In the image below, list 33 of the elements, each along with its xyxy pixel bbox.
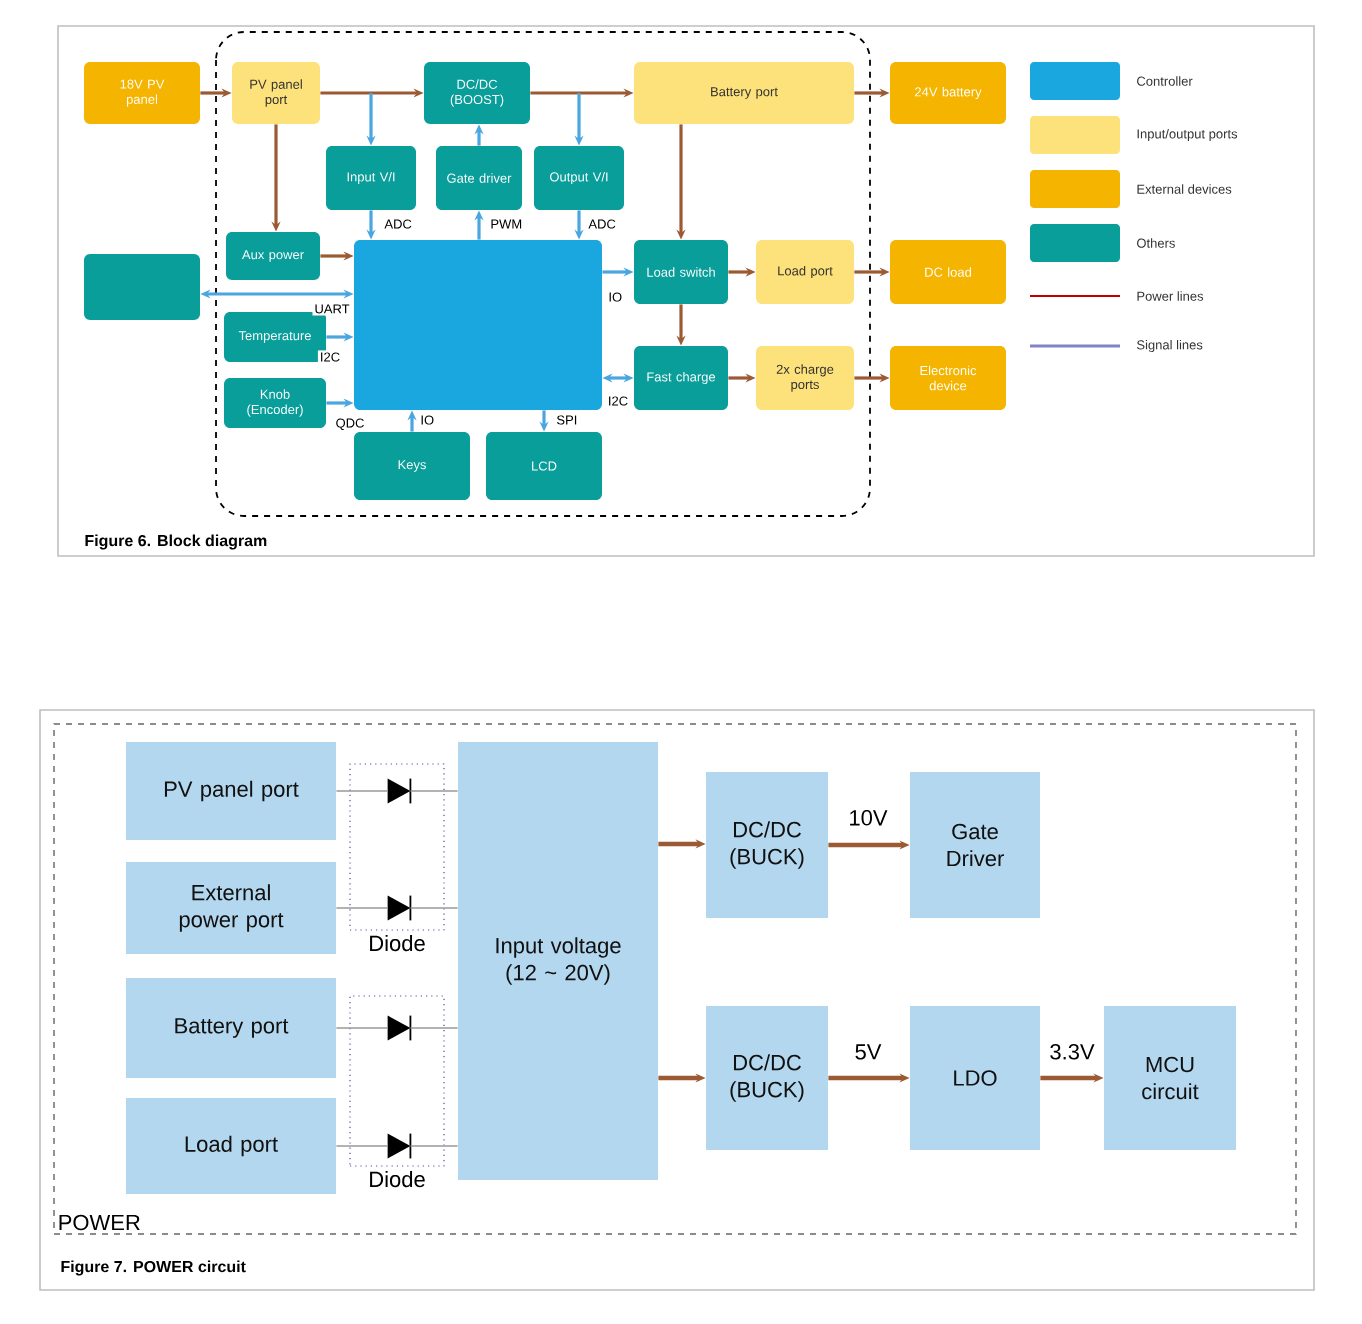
node-label: Diode: [370, 1170, 425, 1188]
diode-symbol: [387, 894, 412, 922]
diode-symbol: [387, 777, 412, 805]
figure-caption: Figure 7. POWER circuit: [61, 1260, 246, 1276]
block-box: Battery port: [126, 978, 336, 1078]
block-box: External power port: [126, 862, 336, 954]
block-box: Input voltage (12 ~ 20V): [458, 742, 658, 1180]
diode-symbol: [387, 1014, 412, 1042]
edge-label: 3.3V: [1047, 1042, 1097, 1062]
edge-label: 5V: [852, 1042, 884, 1062]
block-box: Load port: [126, 1098, 336, 1194]
figure-caption: Figure 6. Block diagram: [85, 534, 267, 550]
line: [335, 1027, 389, 1029]
block-box: PV panel port: [126, 742, 336, 840]
controller-box: [354, 240, 602, 410]
process-box: [84, 254, 200, 320]
line: [409, 1027, 459, 1029]
line: [409, 790, 459, 792]
block-box: LDO: [910, 1006, 1040, 1150]
block-box: DC/DC (BUCK): [706, 1006, 828, 1150]
node-label: Diode: [370, 935, 425, 952]
line: [335, 790, 389, 792]
dashed-box: Diode: [349, 995, 445, 1188]
dashed-box: Diode: [349, 763, 445, 952]
block-box: DC/DC (BUCK): [706, 772, 828, 918]
block-box: MCU circuit: [1104, 1006, 1236, 1150]
line: [409, 907, 459, 909]
edge-label: 10V: [846, 808, 890, 828]
line: [335, 907, 389, 909]
line: [335, 1145, 389, 1147]
diode-symbol: [387, 1132, 412, 1160]
line: [409, 1145, 459, 1147]
block-box: Gate Driver: [910, 772, 1040, 918]
